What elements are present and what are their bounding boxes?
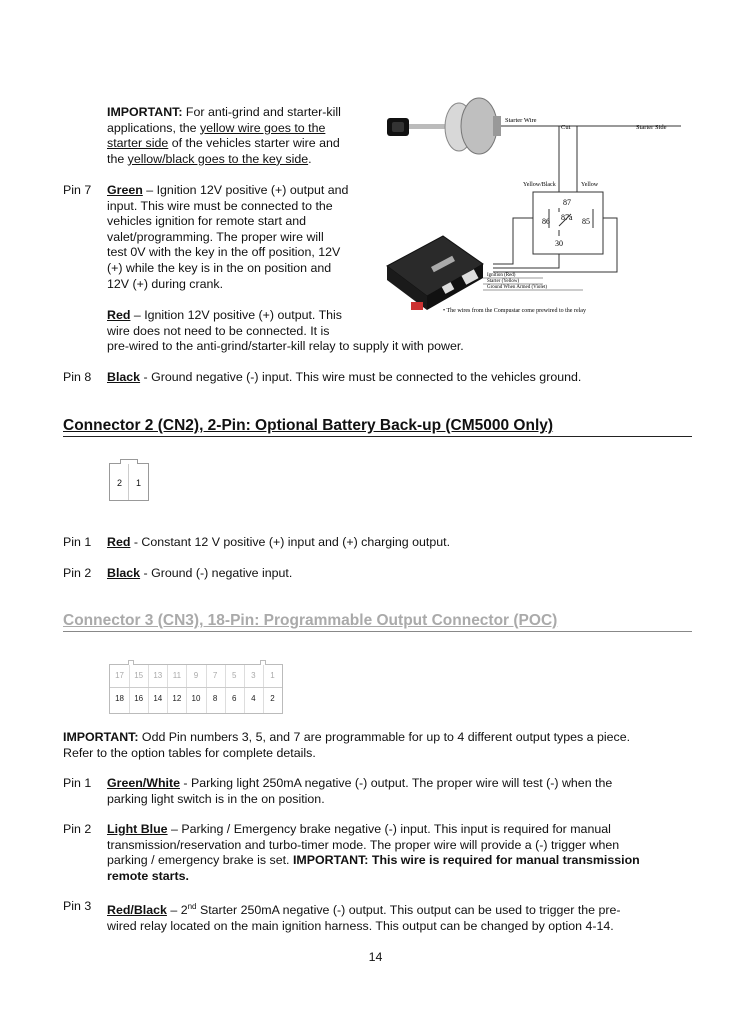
- cn3-heading: Connector 3 (CN3), 18-Pin: Programmable …: [63, 612, 558, 629]
- cn3-pin-3: 3: [251, 671, 256, 680]
- cn3-pin2-label: Pin 2: [63, 822, 92, 836]
- cn2-heading-rule: [63, 436, 692, 437]
- cn3-pin-15: 15: [134, 671, 144, 680]
- starter-wire-label: Starter Wire: [505, 117, 537, 124]
- cn3-pin-4: 4: [251, 694, 256, 703]
- cn3-cell-divider: [205, 688, 207, 713]
- cn3-cell-divider: [129, 665, 131, 687]
- cn3-connector-diagram: 17 15 13 11 9 7 5 3 1 18 16 14 12 10 8 6 4 2: [109, 660, 283, 714]
- cn3-pin1-name: Green/White: [107, 776, 180, 790]
- relay-pin-85: 85: [582, 217, 590, 226]
- remote-start-module: [386, 235, 484, 310]
- cn3-pin1-description: Green/White - Parking light 250mA negati…: [107, 776, 613, 806]
- cn3-pin-11: 11: [172, 671, 182, 680]
- cn3-cell-divider: [148, 688, 150, 713]
- relay-pin-87: 87: [563, 198, 571, 207]
- cn3-pin2-name: Light Blue: [107, 822, 168, 836]
- cn3-pin-10: 10: [191, 694, 201, 703]
- relay-pin-30: 30: [555, 239, 563, 248]
- cn3-connector-tab-left: [128, 660, 134, 665]
- pin8-label: Pin 8: [63, 370, 92, 384]
- pin7-red-name: Red: [107, 308, 131, 322]
- pin7-red-description: Red – Ignition 12V positive (+) output. …: [107, 308, 464, 354]
- cn3-cell-divider: [243, 665, 245, 687]
- relay: [532, 191, 604, 255]
- cn3-pin3-label: Pin 3: [63, 899, 92, 913]
- cn3-cell-divider: [224, 688, 226, 713]
- important-note-top: IMPORTANT: For anti-grind and starter-ki…: [107, 105, 341, 166]
- cn3-pin-16: 16: [134, 694, 144, 703]
- cn2-connector-tab: [120, 459, 138, 464]
- cn3-connector-tab-right: [260, 660, 266, 665]
- cn3-pin3-description: Red/Black – 2nd Starter 250mA negative (…: [107, 902, 621, 933]
- cn3-pin3-name: Red/Black: [107, 903, 167, 918]
- pin7-green-description: Green – Ignition 12V positive (+) output…: [107, 183, 349, 291]
- cn3-cell-divider: [224, 665, 226, 687]
- cn3-pin-6: 6: [231, 694, 237, 703]
- cn2-pin-1: 1: [135, 478, 141, 488]
- pin7-green-name: Green: [107, 183, 143, 197]
- cn3-pin-13: 13: [153, 671, 163, 680]
- pin8-name: Black: [107, 370, 141, 384]
- cn3-pin-12: 12: [172, 694, 182, 703]
- page-number: 14: [368, 950, 383, 964]
- cn3-cell-divider: [243, 688, 245, 713]
- cn3-pin-17: 17: [115, 671, 124, 680]
- cn3-cell-divider: [167, 688, 169, 713]
- cn2-pin2-label: Pin 2: [63, 566, 92, 580]
- cn3-pin-2: 2: [270, 694, 275, 703]
- starter-side-label: Starter Side: [636, 124, 667, 131]
- cn2-pin1-description: Red - Constant 12 V positive (+) input a…: [107, 535, 451, 549]
- pin7-label: Pin 7: [63, 183, 92, 197]
- cn3-cell-divider: [205, 665, 207, 687]
- cn2-pin2-description: Black - Ground (-) negative input.: [107, 566, 293, 580]
- relay-wiring-diagram: Starter Wire Cut Starter Side Yellow/Bla…: [386, 97, 681, 314]
- cn3-pin-1: 1: [270, 671, 275, 680]
- cn2-pin1-name: Red: [107, 535, 131, 549]
- cn3-pin-18: 18: [115, 694, 124, 703]
- yellow-black-label: Yellow/Black: [523, 182, 556, 188]
- cn3-cell-divider: [262, 688, 264, 713]
- cn3-pin-9: 9: [193, 671, 199, 680]
- cn3-pin-8: 8: [212, 694, 218, 703]
- yellow-label: Yellow: [581, 182, 599, 188]
- cn2-connector-diagram: 2 1: [109, 459, 149, 501]
- relay-pin-86: 86: [542, 217, 550, 226]
- cn3-heading-rule: [63, 631, 692, 632]
- cn3-pin1-label: Pin 1: [63, 776, 92, 790]
- pin8-description: Black - Ground negative (-) input. This …: [107, 370, 582, 384]
- cn3-row-divider: [110, 687, 282, 688]
- wire-label-ground: Ground When Armed (Violet): [487, 285, 547, 290]
- cn3-cell-divider: [186, 688, 188, 713]
- wire-label-starter: Starter (Yellow): [487, 279, 519, 284]
- cn2-pin-2: 2: [116, 478, 122, 488]
- cn3-important-label: IMPORTANT:: [63, 730, 139, 744]
- cn3-cell-divider: [167, 665, 169, 687]
- important-label: IMPORTANT:: [107, 105, 183, 119]
- cn3-cell-divider: [262, 665, 264, 687]
- cn3-cell-divider: [129, 688, 131, 713]
- relay-caption: • The wires from the Compustar come prew…: [443, 307, 586, 314]
- cn2-pin2-name: Black: [107, 566, 141, 580]
- cn3-important-note: IMPORTANT: Odd Pin numbers 3, 5, and 7 a…: [63, 730, 631, 760]
- cn3-pin2-description: Light Blue – Parking / Emergency brake n…: [107, 822, 640, 883]
- cut-label: Cut: [561, 124, 571, 131]
- ignition-key-icon: [387, 97, 501, 155]
- cn3-pin-14: 14: [153, 694, 163, 703]
- cn3-pin-7: 7: [212, 671, 218, 680]
- cn2-divider: [128, 464, 129, 500]
- cn3-cell-divider: [148, 665, 150, 687]
- wire-label-ignition: Ignition (Red): [487, 273, 516, 278]
- cn3-cell-divider: [186, 665, 188, 687]
- cn2-heading: Connector 2 (CN2), 2-Pin: Optional Batte…: [63, 417, 554, 434]
- cn2-pin1-label: Pin 1: [63, 535, 92, 549]
- cn3-pin-5: 5: [231, 671, 237, 680]
